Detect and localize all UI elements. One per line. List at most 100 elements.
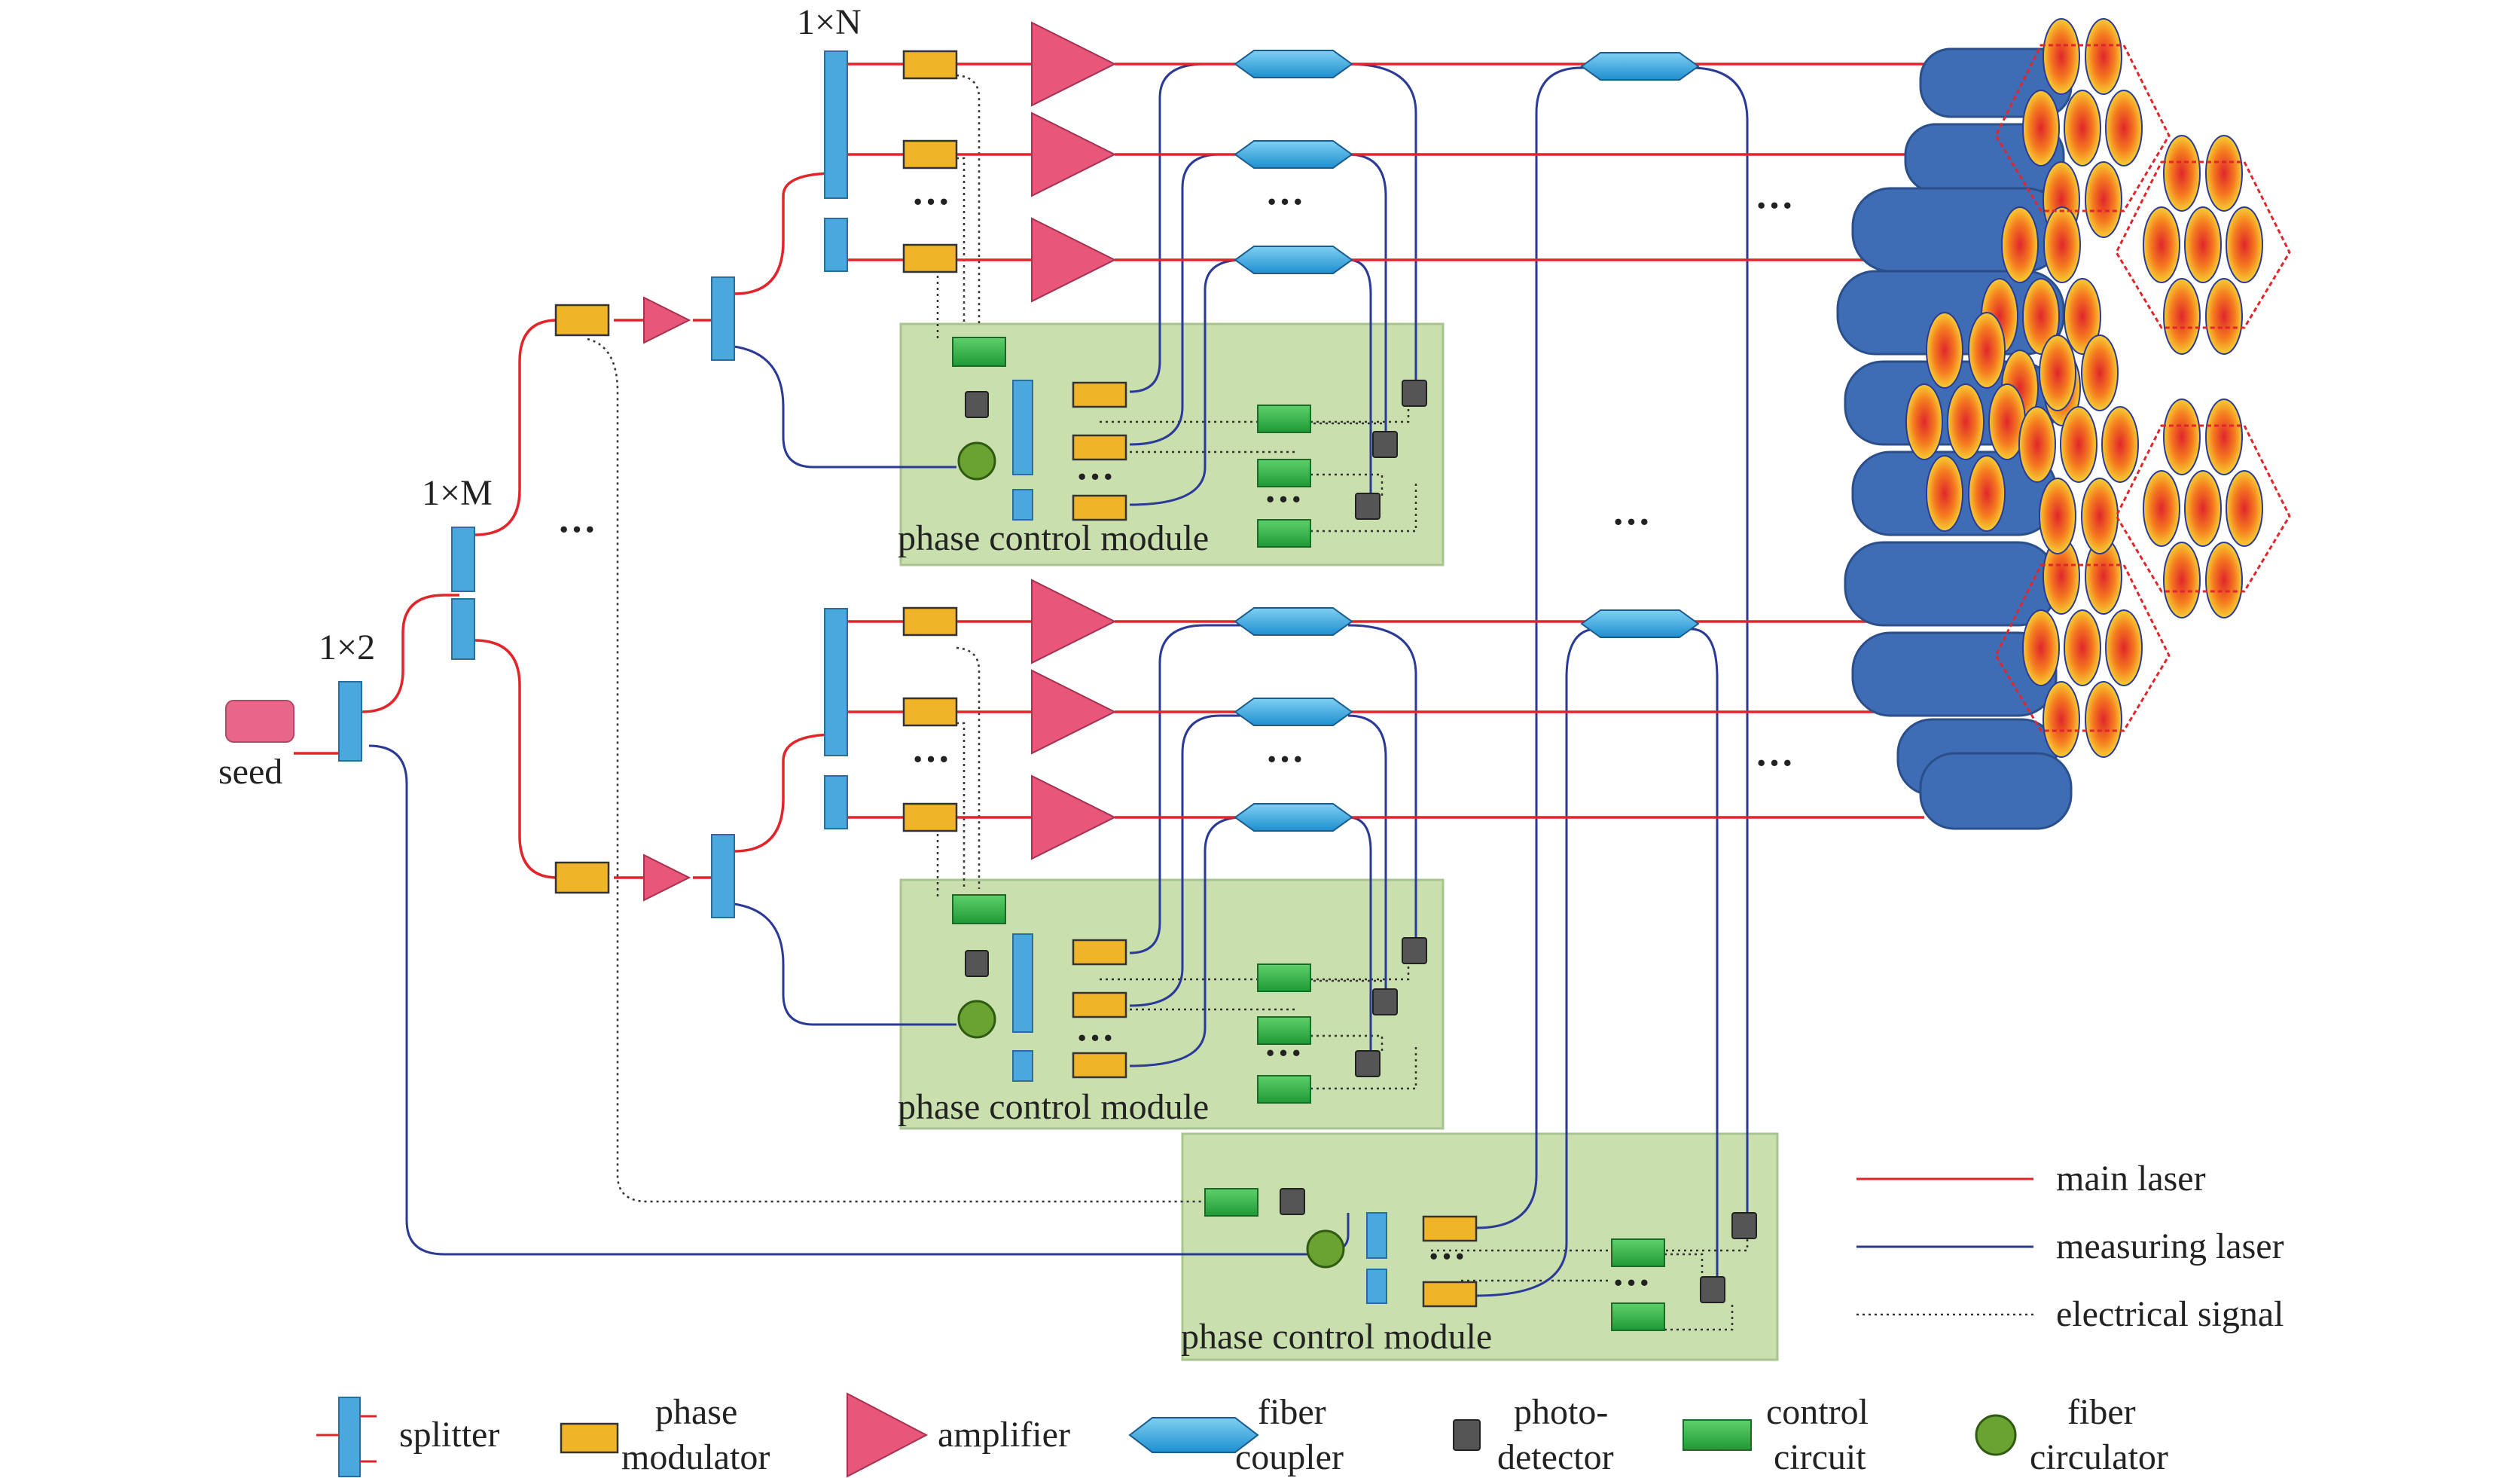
phase-control-module-label: phase control module bbox=[898, 1087, 1209, 1127]
legend-control-circuit: control circuit bbox=[1683, 1392, 1869, 1477]
beam-emitter bbox=[2184, 206, 2222, 283]
beam-emitter bbox=[2143, 470, 2180, 547]
beam-emitter bbox=[1968, 312, 2006, 389]
legend-electrical-signal: electrical signal bbox=[2056, 1294, 2284, 1334]
svg-text:···: ··· bbox=[1075, 1017, 1115, 1060]
svg-text:circulator: circulator bbox=[2030, 1437, 2168, 1477]
beam-emitter bbox=[1926, 312, 1963, 389]
legend-main-laser: main laser bbox=[2056, 1159, 2206, 1199]
phase-control-module-label: phase control module bbox=[1181, 1317, 1492, 1357]
beam-emitter bbox=[2081, 334, 2119, 411]
beam-emitter bbox=[2043, 681, 2080, 758]
photodetectors bbox=[965, 380, 1757, 1303]
svg-text:···: ··· bbox=[1264, 478, 1303, 521]
svg-text:···: ··· bbox=[1265, 181, 1304, 224]
splitter-1xM-label: 1×M bbox=[422, 473, 493, 513]
beam-emitter bbox=[2184, 470, 2222, 547]
beam-hex-outlines bbox=[1994, 44, 2291, 732]
beam-emitter bbox=[2001, 206, 2039, 283]
beam-emitter bbox=[2205, 399, 2243, 475]
control-circuits bbox=[952, 337, 1665, 1331]
svg-text:splitter: splitter bbox=[399, 1415, 499, 1455]
beam-emitter bbox=[1968, 455, 2006, 532]
beam-emitter bbox=[2163, 542, 2201, 618]
amplifiers bbox=[643, 21, 1117, 902]
phase-control-module-bottom: phase control module bbox=[1181, 1132, 1779, 1361]
beam-emitter bbox=[2064, 278, 2101, 355]
legend-amplifier: amplifier bbox=[847, 1392, 1070, 1478]
svg-text:modulator: modulator bbox=[621, 1437, 770, 1477]
svg-text:···: ··· bbox=[557, 508, 596, 551]
beam-emitter bbox=[2143, 206, 2180, 283]
beam-emitter bbox=[2064, 90, 2101, 166]
beam-emitter bbox=[2226, 470, 2263, 547]
beam-emitter bbox=[2105, 609, 2143, 686]
phase-control-module-label: phase control module bbox=[898, 518, 1209, 558]
legend-measuring-laser: measuring laser bbox=[2056, 1226, 2284, 1266]
beam-emitters bbox=[1905, 18, 2263, 758]
beam-emitter bbox=[1905, 383, 1943, 460]
beam-emitter bbox=[2043, 18, 2080, 95]
phase-modulators bbox=[554, 50, 1478, 1308]
measuring-laser-paths bbox=[368, 63, 1749, 1297]
legend-fiber-coupler: fiber coupler bbox=[1128, 1392, 1344, 1477]
beam-emitter bbox=[2022, 609, 2060, 686]
legend-symbols: splitter phase modulator amplifier fiber… bbox=[316, 1392, 2168, 1478]
legend-lines: main laser measuring laser electrical si… bbox=[1856, 1159, 2284, 1334]
beam-emitter bbox=[2105, 90, 2143, 166]
beam-emitter bbox=[1926, 455, 1963, 532]
beam-emitter bbox=[2064, 609, 2101, 686]
svg-text:detector: detector bbox=[1497, 1437, 1614, 1477]
legend-phase-modulator: phase modulator bbox=[560, 1392, 770, 1477]
beam-emitter bbox=[2101, 406, 2139, 483]
legend-fiber-circulator: fiber circulator bbox=[1975, 1392, 2168, 1477]
svg-text:fiber: fiber bbox=[1258, 1392, 1326, 1432]
svg-text:···: ··· bbox=[1612, 501, 1651, 544]
beam-emitter bbox=[2085, 18, 2122, 95]
svg-text:fiber: fiber bbox=[2067, 1392, 2136, 1432]
svg-text:···: ··· bbox=[1265, 738, 1304, 781]
legend-photodetector: photo- detector bbox=[1453, 1392, 1614, 1477]
beam-emitter bbox=[2039, 478, 2076, 554]
svg-text:phase: phase bbox=[655, 1392, 737, 1432]
svg-text:···: ··· bbox=[1427, 1235, 1466, 1278]
fiber-circulators bbox=[957, 441, 1345, 1269]
legend-splitter: splitter bbox=[316, 1397, 499, 1477]
splitter-1xN-label: 1×N bbox=[797, 2, 862, 42]
beam-emitter bbox=[2043, 206, 2081, 283]
svg-text:···: ··· bbox=[1755, 742, 1794, 785]
splitters bbox=[338, 50, 1387, 1304]
svg-text:control: control bbox=[1766, 1392, 1869, 1432]
svg-text:···: ··· bbox=[1075, 456, 1115, 499]
beam-emitter bbox=[1947, 383, 1985, 460]
svg-text:···: ··· bbox=[911, 738, 950, 781]
beam-emitter bbox=[2060, 406, 2097, 483]
svg-text:···: ··· bbox=[911, 181, 950, 224]
fiber-couplers bbox=[1234, 50, 1700, 832]
seed-label: seed bbox=[218, 752, 282, 792]
beam-emitter bbox=[2085, 161, 2122, 238]
beam-emitter bbox=[2018, 406, 2056, 483]
beam-emitter bbox=[2022, 90, 2060, 166]
beam-emitter bbox=[2205, 542, 2243, 618]
beam-emitter bbox=[2163, 135, 2201, 212]
seed-laser: seed bbox=[218, 700, 294, 792]
svg-text:photo-: photo- bbox=[1514, 1392, 1608, 1432]
svg-text:···: ··· bbox=[1264, 1032, 1303, 1075]
beam-emitter bbox=[2163, 278, 2201, 355]
svg-text:amplifier: amplifier bbox=[938, 1415, 1070, 1455]
beam-emitter bbox=[2226, 206, 2263, 283]
beam-emitter bbox=[2205, 278, 2243, 355]
beam-emitter bbox=[2205, 135, 2243, 212]
svg-text:···: ··· bbox=[1612, 1262, 1651, 1305]
beam-emitter bbox=[2163, 399, 2201, 475]
ellipsis-markers: ··· ··· ··· ··· ··· ··· ··· ··· ··· ··· … bbox=[557, 181, 1794, 1305]
phase-control-module-middle: phase control module bbox=[898, 878, 1445, 1130]
beam-emitter bbox=[2039, 334, 2076, 411]
svg-text:circuit: circuit bbox=[1774, 1437, 1866, 1477]
beam-emitter bbox=[2081, 478, 2119, 554]
beam-emitter bbox=[2022, 278, 2060, 355]
svg-text:coupler: coupler bbox=[1235, 1437, 1344, 1477]
splitter-1x2-label: 1×2 bbox=[319, 628, 375, 667]
